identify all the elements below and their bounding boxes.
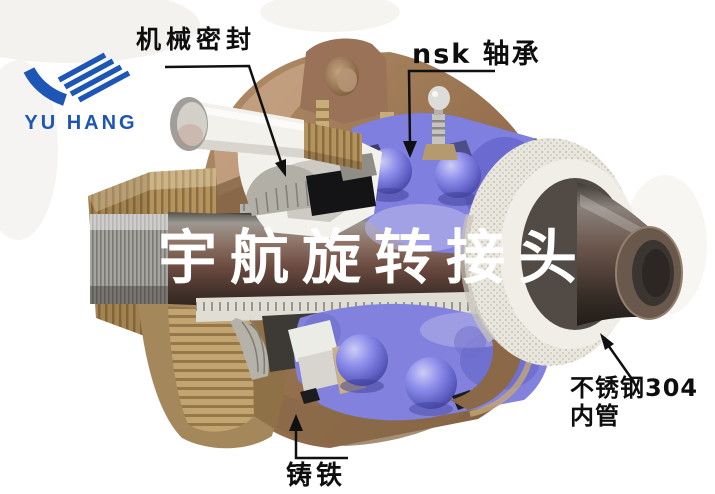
nsk-bearing-arrow	[407, 69, 495, 145]
bearing-ball	[405, 357, 457, 409]
label-nsk-bearing: nsk 轴承	[412, 39, 541, 70]
watermark-title: 宇航旋转接头	[158, 223, 591, 292]
label-cast-iron: 铸铁	[286, 461, 347, 491]
yuhang-swoosh-icon	[23, 52, 131, 106]
label-mechanical-seal: 机械密封	[136, 25, 257, 54]
cast-iron-arrow	[294, 430, 348, 460]
label-stainless-line1: 不锈钢304	[570, 374, 699, 402]
label-stainless-line2: 内管	[570, 402, 620, 431]
grey-threaded-shaft	[90, 214, 172, 304]
yuhang-logo-text: YU HANG	[24, 112, 138, 134]
annotation-leader-lines	[164, 64, 636, 460]
yuhang-logo: YU HANG	[16, 50, 146, 135]
stainless-tube-arrow	[606, 344, 636, 383]
mechanical-seal-arrow	[164, 64, 285, 169]
label-stainless-inner-tube: 不锈钢304 内管	[570, 374, 698, 431]
grease-fitting	[422, 86, 458, 160]
bearing-ball	[336, 334, 388, 386]
inner-tube	[577, 182, 683, 326]
inner-tube-end	[615, 226, 683, 320]
bearing-ball	[435, 152, 481, 198]
